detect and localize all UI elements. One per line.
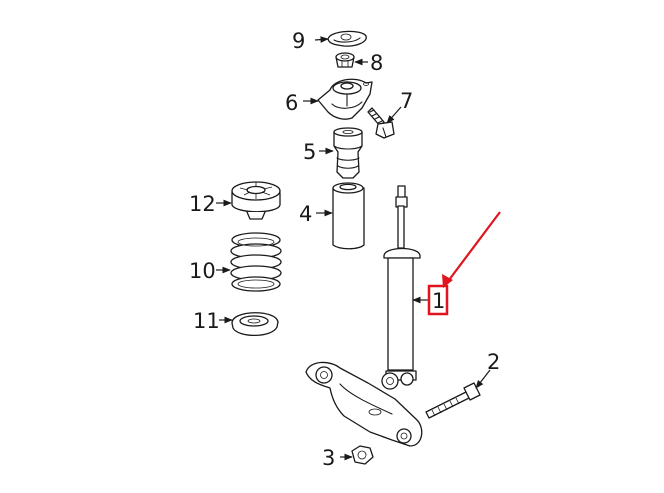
highlight-arrow — [448, 211, 501, 281]
label-part-4: 4 — [299, 202, 312, 226]
part-7-bolt — [367, 107, 395, 139]
leader-9 — [314, 36, 329, 43]
label-part-9: 9 — [292, 29, 305, 53]
highlight-box — [427, 284, 449, 316]
part-4-dust-boot — [332, 182, 365, 250]
label-part-7: 7 — [400, 89, 413, 113]
label-part-3: 3 — [322, 446, 335, 470]
leader-7 — [386, 106, 402, 124]
leader-2 — [475, 369, 491, 389]
label-part-8: 8 — [370, 51, 383, 75]
highlight-part-1 — [427, 211, 501, 316]
label-part-10: 10 — [189, 259, 216, 283]
leader-lines — [216, 36, 491, 461]
label-part-2: 2 — [487, 350, 500, 374]
label-part-11: 11 — [193, 309, 220, 333]
label-part-6: 6 — [285, 91, 298, 115]
part-5-bump-stop — [333, 127, 363, 179]
part-3-nut — [351, 445, 374, 465]
label-part-5: 5 — [303, 140, 316, 164]
part-10-coil-spring — [230, 232, 282, 292]
part-6-upper-mount — [317, 78, 373, 120]
part-8-nut — [335, 52, 355, 68]
highlight-arrowhead — [442, 274, 453, 288]
part-labels: 9 8 6 7 5 4 12 10 11 1 2 3 — [189, 29, 500, 470]
part-2-long-bolt — [425, 382, 481, 419]
label-part-1: 1 — [432, 289, 445, 313]
part-11-lower-insulator — [231, 312, 279, 337]
part-12-spring-seat — [231, 181, 281, 220]
part-1-shock-absorber — [381, 185, 421, 390]
label-part-12: 12 — [189, 192, 216, 216]
lower-control-arm — [305, 361, 423, 447]
part-9-washer — [327, 30, 367, 47]
